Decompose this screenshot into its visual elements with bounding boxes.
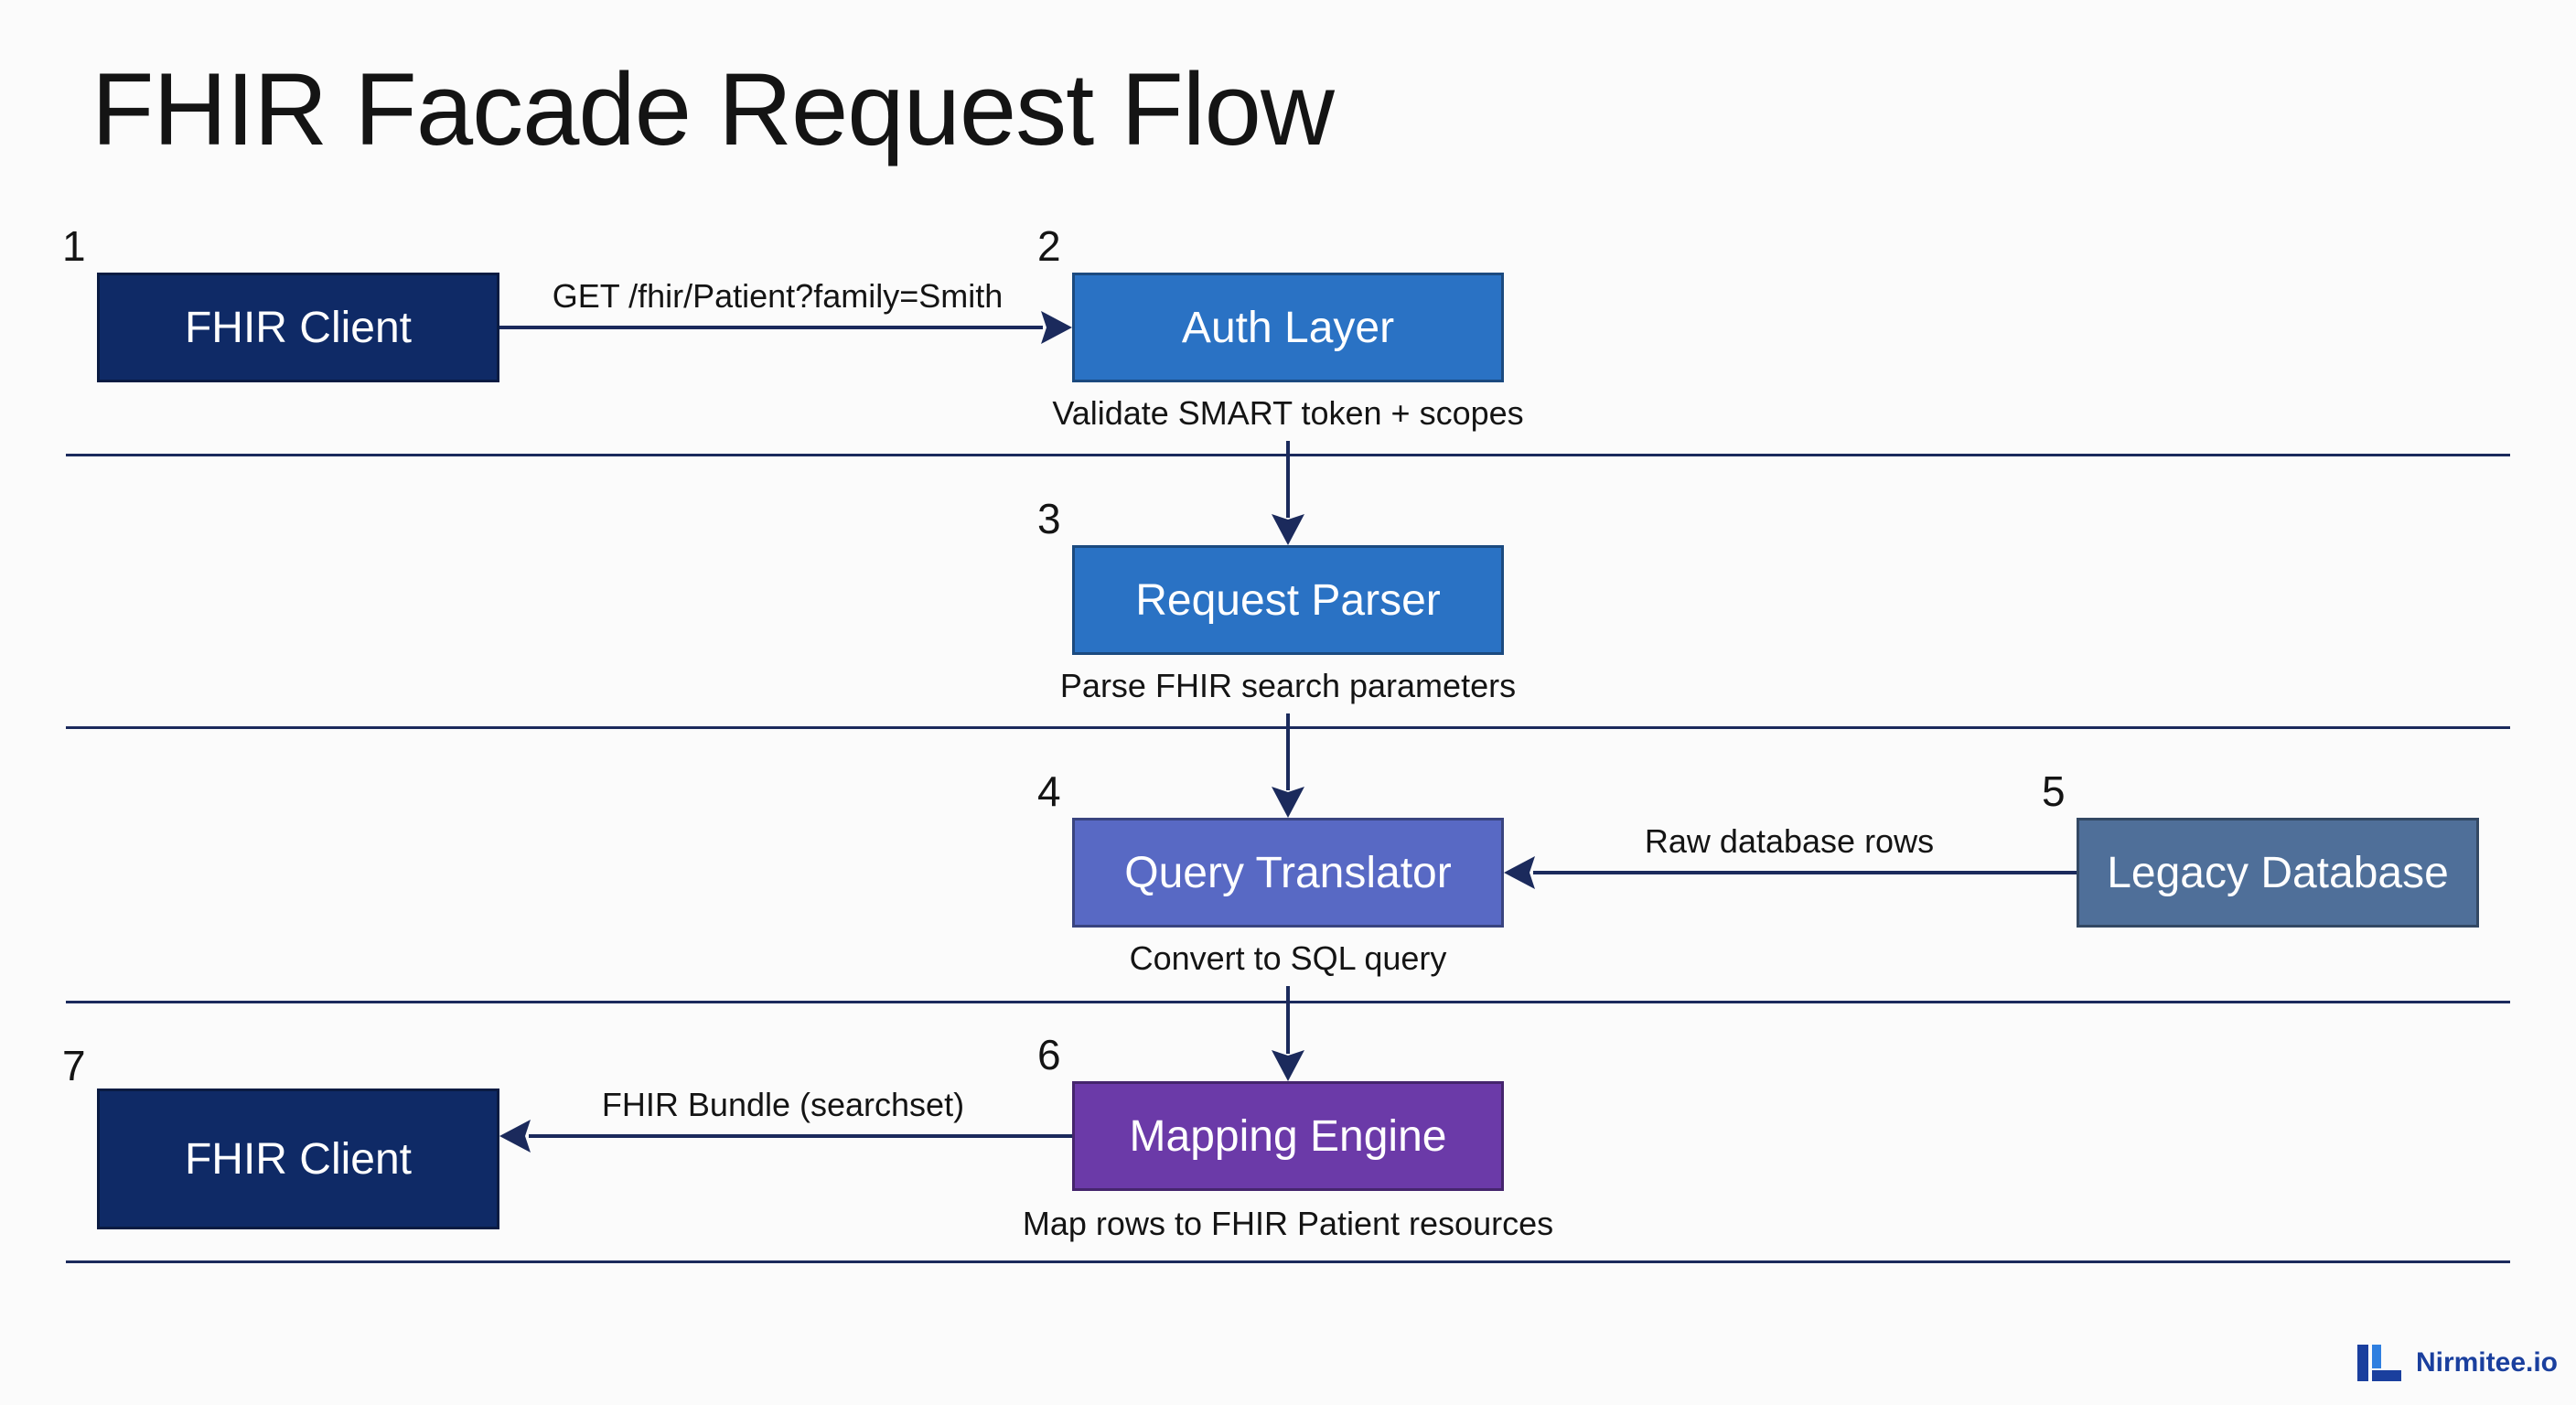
- auth-layer-caption: Validate SMART token + scopes: [1052, 394, 1524, 432]
- nirmitee-logo-icon: [2356, 1345, 2401, 1381]
- step-number-6: 6: [1037, 1031, 1061, 1078]
- legacy-database-label: Legacy Database: [2107, 848, 2449, 897]
- request-parser-box: Request Parser: [1072, 545, 1504, 655]
- mapping-engine-caption: Map rows to FHIR Patient resources: [1022, 1205, 1554, 1242]
- arrowhead-parser-to-translator: [1272, 787, 1304, 818]
- brand-mark: Nirmitee.io: [2356, 1345, 2558, 1381]
- step-number-5: 5: [2042, 767, 2066, 815]
- arrowhead-auth-to-parser: [1272, 514, 1304, 545]
- arrowhead-translator-to-mapping: [1272, 1050, 1304, 1081]
- edge-label-request: GET /fhir/Patient?family=Smith: [552, 277, 1004, 315]
- arrowhead-mapping-to-client: [499, 1120, 531, 1153]
- edge-label-bundle: FHIR Bundle (searchset): [601, 1086, 965, 1123]
- fhir-client-label: FHIR Client: [184, 303, 413, 352]
- arrowhead-database-to-translator: [1504, 856, 1535, 889]
- query-translator-caption: Convert to SQL query: [1129, 939, 1447, 977]
- step-number-4: 4: [1037, 767, 1061, 815]
- arrowhead-client-to-auth: [1041, 311, 1072, 344]
- request-parser-caption: Parse FHIR search parameters: [1059, 667, 1517, 704]
- step-number-7: 7: [62, 1042, 86, 1089]
- query-translator-label: Query Translator: [1124, 848, 1452, 897]
- query-translator-box: Query Translator: [1072, 818, 1504, 928]
- step-number-3: 3: [1037, 495, 1061, 542]
- step-number-2: 2: [1037, 222, 1061, 270]
- legacy-database-box: Legacy Database: [2077, 818, 2479, 928]
- request-parser-label: Request Parser: [1135, 575, 1441, 625]
- edge-label-raw-rows: Raw database rows: [1644, 822, 1935, 860]
- mapping-engine-label: Mapping Engine: [1129, 1111, 1447, 1161]
- diagram-title: FHIR Facade Request Flow: [91, 52, 1335, 166]
- mapping-engine-box: Mapping Engine: [1072, 1081, 1504, 1191]
- auth-layer-label: Auth Layer: [1181, 303, 1395, 352]
- step-number-1: 1: [62, 222, 86, 270]
- fhir-client-return-label: FHIR Client: [184, 1134, 413, 1184]
- auth-layer-box: Auth Layer: [1072, 273, 1504, 382]
- fhir-client-return-box: FHIR Client: [97, 1089, 499, 1229]
- fhir-client-box: FHIR Client: [97, 273, 499, 382]
- stage-divider: [66, 1260, 2510, 1263]
- brand-name: Nirmitee.io: [2415, 1347, 2558, 1378]
